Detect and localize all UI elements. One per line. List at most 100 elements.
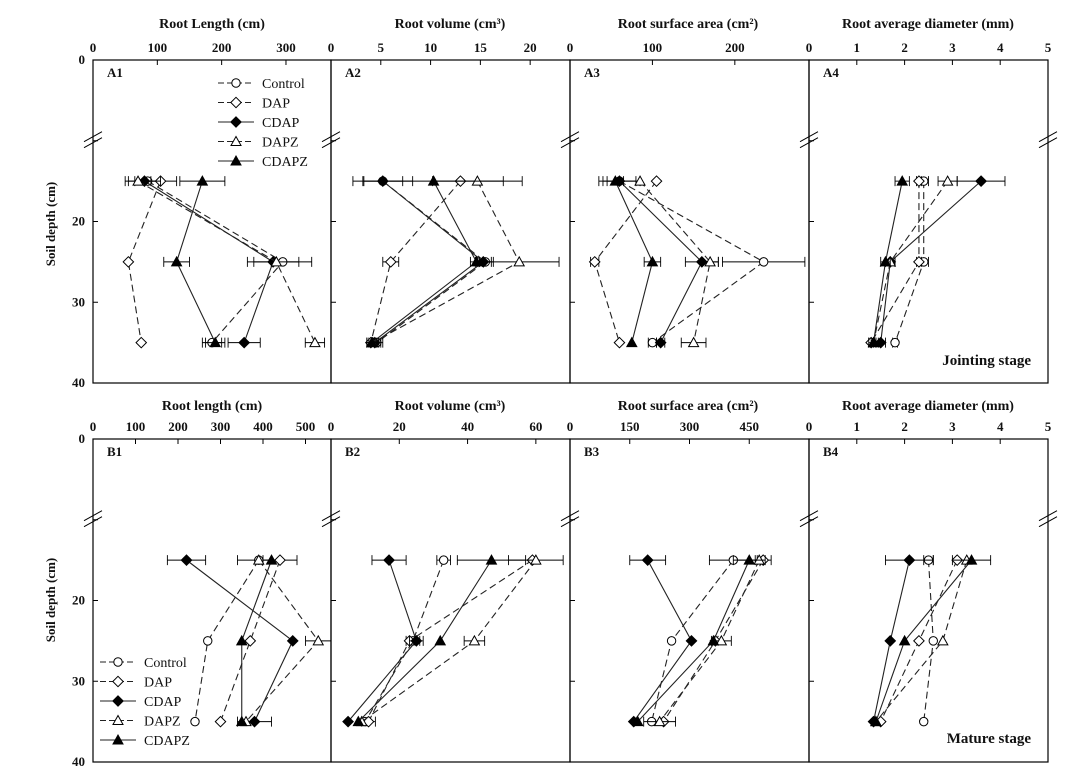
legend-marker xyxy=(112,714,124,725)
legend-marker xyxy=(112,733,124,745)
series-DAP xyxy=(874,554,964,728)
data-point-CDAPZ xyxy=(427,175,440,186)
x-tick-label: 0 xyxy=(328,419,335,434)
data-point-CDAPZ xyxy=(265,554,278,565)
axis-break-mark xyxy=(83,516,103,528)
axis-break-mark xyxy=(560,516,580,528)
x-tick-label: 5 xyxy=(378,40,385,55)
legend-label: Control xyxy=(144,656,187,671)
data-point-DAPZ xyxy=(634,175,646,186)
data-point-DAP xyxy=(214,715,227,728)
data-point-DAP xyxy=(135,336,148,349)
series-CDAPZ xyxy=(363,175,504,348)
legend-label: DAPZ xyxy=(144,715,181,730)
x-tick-label: 20 xyxy=(524,40,537,55)
data-point-DAPZ xyxy=(653,715,666,727)
legend-marker xyxy=(230,116,242,128)
series-CDAP xyxy=(166,554,299,728)
legend-item-CDAPZ: CDAPZ xyxy=(100,733,190,749)
axis-break-mark xyxy=(321,137,341,149)
legend-label: Control xyxy=(262,77,305,92)
title-B1: Root length (cm) xyxy=(162,399,263,414)
data-point-CDAPZ xyxy=(470,255,483,267)
x-tick-label: 100 xyxy=(126,419,146,434)
data-point-DAPZ xyxy=(270,255,283,267)
data-point-Control xyxy=(203,636,213,646)
data-point-Control xyxy=(438,555,449,565)
series-CDAPZ xyxy=(867,175,910,348)
axis-break-mark xyxy=(799,131,819,143)
series-line xyxy=(219,559,281,722)
data-point-CDAP xyxy=(286,634,299,647)
x-tick-label: 100 xyxy=(643,40,663,55)
data-point-CDAP xyxy=(641,554,654,567)
data-point-CDAP xyxy=(342,715,354,728)
series-CDAPZ xyxy=(870,554,992,727)
title-B4: Root average diameter (mm) xyxy=(842,399,1014,414)
data-point-DAPZ xyxy=(309,336,321,348)
legend-label: CDAP xyxy=(262,116,300,131)
x-tick-label: 0 xyxy=(90,40,97,55)
data-point-Control xyxy=(928,636,938,646)
data-point-DAP xyxy=(122,255,135,268)
x-tick-label: 0 xyxy=(328,40,335,55)
axis-break-mark xyxy=(321,510,341,522)
data-point-DAPZ xyxy=(936,634,949,646)
y-tick-label: 40 xyxy=(72,375,85,390)
x-tick-label: 5 xyxy=(1045,419,1052,434)
x-tick-label: 2 xyxy=(901,40,908,55)
x-tick-label: 0 xyxy=(806,40,813,55)
x-tick-label: 150 xyxy=(620,419,640,434)
axis-break-mark xyxy=(560,510,580,522)
x-tick-label: 100 xyxy=(148,40,168,55)
legend-item-DAPZ: DAPZ xyxy=(100,714,181,730)
data-point-DAPZ xyxy=(471,175,484,186)
legend-label: DAP xyxy=(262,97,290,112)
data-point-CDAP xyxy=(884,634,897,647)
series-CDAP xyxy=(867,554,934,728)
x-tick-label: 2 xyxy=(901,419,908,434)
series-CDAPZ xyxy=(631,554,766,727)
data-point-CDAPZ xyxy=(707,634,720,646)
data-point-CDAP xyxy=(248,715,261,728)
data-point-DAP xyxy=(244,634,257,647)
data-point-DAPZ xyxy=(513,255,526,267)
data-point-DAPZ xyxy=(941,175,954,186)
x-tick-label: 200 xyxy=(168,419,188,434)
x-tick-label: 0 xyxy=(806,419,813,434)
y-tick-label: 40 xyxy=(72,754,85,769)
legend-item-DAP: DAP xyxy=(100,676,172,691)
series-CDAPZ xyxy=(352,554,527,727)
x-tick-label: 0 xyxy=(567,419,574,434)
data-point-CDAPZ xyxy=(170,255,183,267)
x-tick-label: 1 xyxy=(854,419,861,434)
data-point-CDAP xyxy=(410,634,423,647)
data-point-CDAPZ xyxy=(867,336,880,348)
axis-break-mark xyxy=(1038,131,1058,143)
x-tick-label: 3 xyxy=(949,40,956,55)
data-point-CDAPZ xyxy=(235,634,248,646)
data-point-CDAPZ xyxy=(965,554,978,565)
series-line xyxy=(364,559,445,722)
data-point-CDAPZ xyxy=(209,336,222,348)
legend-item-DAP: DAP xyxy=(218,97,290,112)
series-DAPZ xyxy=(634,175,719,348)
legend-marker xyxy=(230,96,242,109)
data-point-CDAPZ xyxy=(896,175,909,186)
data-point-CDAPZ xyxy=(609,175,622,186)
data-point-DAPZ xyxy=(687,336,700,348)
title-A3: Root surface area (cm²) xyxy=(618,17,759,32)
x-tick-label: 200 xyxy=(212,40,232,55)
x-tick-label: 450 xyxy=(740,419,760,434)
data-point-CDAP xyxy=(180,554,193,567)
data-point-CDAPZ xyxy=(625,336,638,348)
data-point-DAPZ xyxy=(715,634,728,646)
data-point-CDAPZ xyxy=(898,634,911,646)
legend-marker xyxy=(230,154,242,166)
series-CDAP xyxy=(627,554,698,728)
data-point-Control xyxy=(919,716,929,727)
data-point-CDAPZ xyxy=(485,554,498,565)
